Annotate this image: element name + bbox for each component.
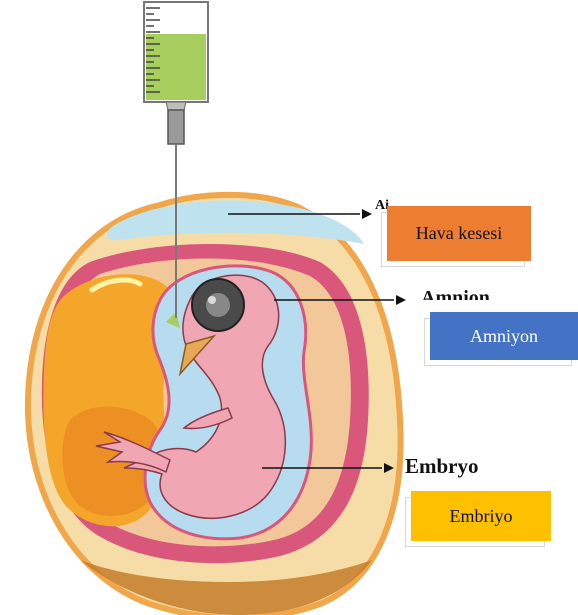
syringe-hub [168,110,184,144]
embryo-label: Embriyo [450,506,513,527]
embryo-eye-inner [206,293,230,317]
embryo-eye-pupil [208,296,216,304]
air-sac-label: Hava kesesi [416,223,502,244]
arrow-amnion-head [396,295,406,305]
arrow-air-sac-head [362,209,372,219]
syringe-tip [166,102,186,110]
air-sac-label-box: Hava kesesi [387,206,531,261]
egg [28,195,401,615]
amnion-label-box: Amniyon [430,312,578,360]
original-amnion-label: Amnion [421,286,490,300]
original-embryo-label: Embryo [405,454,479,479]
amnion-label: Amniyon [470,326,538,347]
embryo-label-box: Embriyo [411,491,551,541]
